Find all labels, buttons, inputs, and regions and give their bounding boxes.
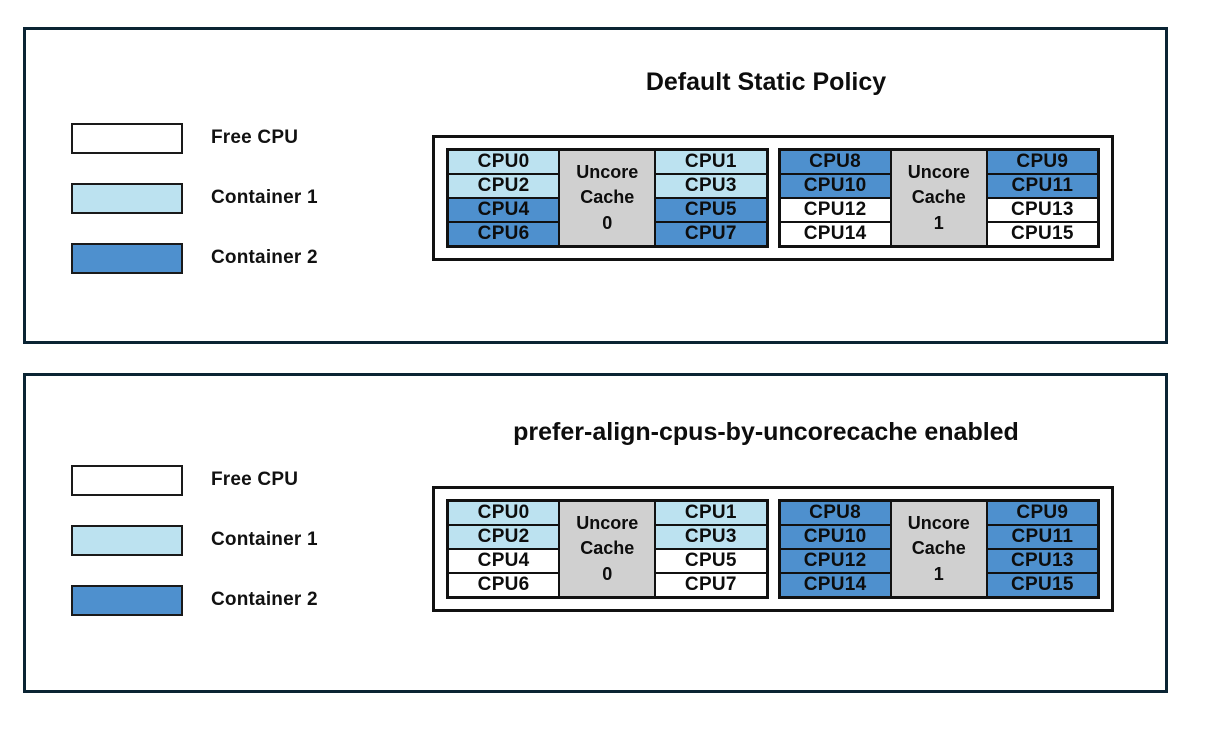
cpu-cell: CPU1 xyxy=(655,501,767,525)
cpu-cell: CPU6 xyxy=(448,222,560,246)
legend-item-container-2: Container 2 xyxy=(71,228,318,288)
cpu-cell: CPU14 xyxy=(779,222,891,246)
legend-label-container-2: Container 2 xyxy=(211,247,318,268)
cpu-cell: CPU9 xyxy=(986,501,1098,525)
cpu-column-right: CPU9 CPU11 CPU13 CPU15 xyxy=(986,150,1098,246)
legend-item-container-1: Container 1 xyxy=(71,168,318,228)
policy-panel-prefer-align: Free CPU Container 1 Container 2 prefer-… xyxy=(23,373,1168,693)
legend-swatch-free-cpu xyxy=(71,122,183,154)
uncore-cache-line-2: Cache xyxy=(580,538,635,559)
uncore-cache-block: Uncore Cache 1 xyxy=(890,501,987,597)
cpu-cell: CPU15 xyxy=(986,573,1098,597)
uncore-cache-line-2: Cache xyxy=(911,187,966,208)
uncore-cache-index: 1 xyxy=(933,563,944,584)
cpu-cell: CPU0 xyxy=(448,150,560,174)
legend-label-container-2: Container 2 xyxy=(211,589,318,610)
cpu-cell: CPU10 xyxy=(779,174,891,198)
legend-swatch-free-cpu xyxy=(71,464,183,496)
legend-item-free-cpu: Free CPU xyxy=(71,450,318,510)
cpu-cell: CPU7 xyxy=(655,573,767,597)
legend-label-container-1: Container 1 xyxy=(211,187,318,208)
uncore-cache-line-2: Cache xyxy=(911,538,966,559)
cpu-cell: CPU9 xyxy=(986,150,1098,174)
diagram-title-default: Default Static Policy xyxy=(645,68,887,96)
cpu-cell: CPU13 xyxy=(986,198,1098,222)
cpu-cell: CPU1 xyxy=(655,150,767,174)
cpu-cell: CPU2 xyxy=(448,174,560,198)
uncore-cache-index: 0 xyxy=(602,563,613,584)
cpu-cell: CPU7 xyxy=(655,222,767,246)
cpu-cell: CPU15 xyxy=(986,222,1098,246)
legend-item-free-cpu: Free CPU xyxy=(71,108,318,168)
cpu-cell: CPU12 xyxy=(779,198,891,222)
cpu-cell: CPU5 xyxy=(655,198,767,222)
legend-item-container-1: Container 1 xyxy=(71,510,318,570)
legend-label-free-cpu: Free CPU xyxy=(211,127,299,148)
cpu-topology-diagram-prefer-align: CPU0 CPU2 CPU4 CPU6 Uncore Cache 0 CPU1 … xyxy=(432,486,1114,612)
legend-prefer-align: Free CPU Container 1 Container 2 xyxy=(71,450,318,630)
legend-label-container-1: Container 1 xyxy=(211,529,318,550)
cpu-column-right: CPU9 CPU11 CPU13 CPU15 xyxy=(986,501,1098,597)
legend-label-free-cpu: Free CPU xyxy=(211,469,299,490)
uncore-cache-block: Uncore Cache 0 xyxy=(559,501,656,597)
cpu-cell: CPU4 xyxy=(448,549,560,573)
cpu-cell: CPU8 xyxy=(779,501,891,525)
cpu-column-right: CPU1 CPU3 CPU5 CPU7 xyxy=(655,501,767,597)
cpu-column-left: CPU0 CPU2 CPU4 CPU6 xyxy=(448,501,560,597)
uncore-cache-block: Uncore Cache 1 xyxy=(890,150,987,246)
cpu-cell: CPU10 xyxy=(779,525,891,549)
uncore-cache-line-1: Uncore xyxy=(907,161,970,182)
cpu-cell: CPU8 xyxy=(779,150,891,174)
cpu-cell: CPU2 xyxy=(448,525,560,549)
cpu-column-right: CPU1 CPU3 CPU5 CPU7 xyxy=(655,150,767,246)
legend-swatch-container-2 xyxy=(71,242,183,274)
cpu-cell: CPU11 xyxy=(986,525,1098,549)
policy-panel-default: Free CPU Container 1 Container 2 Default… xyxy=(23,27,1168,344)
cpu-cell: CPU13 xyxy=(986,549,1098,573)
legend-swatch-container-1 xyxy=(71,524,183,556)
cpu-column-left: CPU8 CPU10 CPU12 CPU14 xyxy=(779,501,891,597)
cpu-cell: CPU3 xyxy=(655,525,767,549)
legend-item-container-2: Container 2 xyxy=(71,570,318,630)
uncore-cache-block: Uncore Cache 0 xyxy=(559,150,656,246)
diagram-title-prefer-align: prefer-align-cpus-by-uncorecache enabled xyxy=(513,418,1019,446)
uncore-cache-index: 1 xyxy=(933,212,944,233)
cpu-column-left: CPU0 CPU2 CPU4 CPU6 xyxy=(448,150,560,246)
uncore-cache-line-2: Cache xyxy=(580,187,635,208)
cpu-cell: CPU3 xyxy=(655,174,767,198)
cpu-cell: CPU0 xyxy=(448,501,560,525)
uncore-cache-line-1: Uncore xyxy=(576,512,639,533)
uncore-cache-index: 0 xyxy=(602,212,613,233)
cpu-column-left: CPU8 CPU10 CPU12 CPU14 xyxy=(779,150,891,246)
uncore-cache-line-1: Uncore xyxy=(576,161,639,182)
uncore-cache-group-1: CPU8 CPU10 CPU12 CPU14 Uncore Cache 1 CP… xyxy=(777,148,1100,248)
cpu-topology-diagram-default: CPU0 CPU2 CPU4 CPU6 Uncore Cache 0 CPU1 … xyxy=(432,135,1114,261)
cpu-cell: CPU6 xyxy=(448,573,560,597)
cpu-cell: CPU14 xyxy=(779,573,891,597)
uncore-cache-group-1: CPU8 CPU10 CPU12 CPU14 Uncore Cache 1 CP… xyxy=(777,499,1100,599)
cpu-cell: CPU5 xyxy=(655,549,767,573)
cpu-cell: CPU11 xyxy=(986,174,1098,198)
cpu-cell: CPU12 xyxy=(779,549,891,573)
uncore-cache-line-1: Uncore xyxy=(907,512,970,533)
cpu-cell: CPU4 xyxy=(448,198,560,222)
legend-swatch-container-1 xyxy=(71,182,183,214)
legend-default: Free CPU Container 1 Container 2 xyxy=(71,108,318,288)
uncore-cache-group-0: CPU0 CPU2 CPU4 CPU6 Uncore Cache 0 CPU1 … xyxy=(446,499,769,599)
uncore-cache-group-0: CPU0 CPU2 CPU4 CPU6 Uncore Cache 0 CPU1 … xyxy=(446,148,769,248)
legend-swatch-container-2 xyxy=(71,584,183,616)
